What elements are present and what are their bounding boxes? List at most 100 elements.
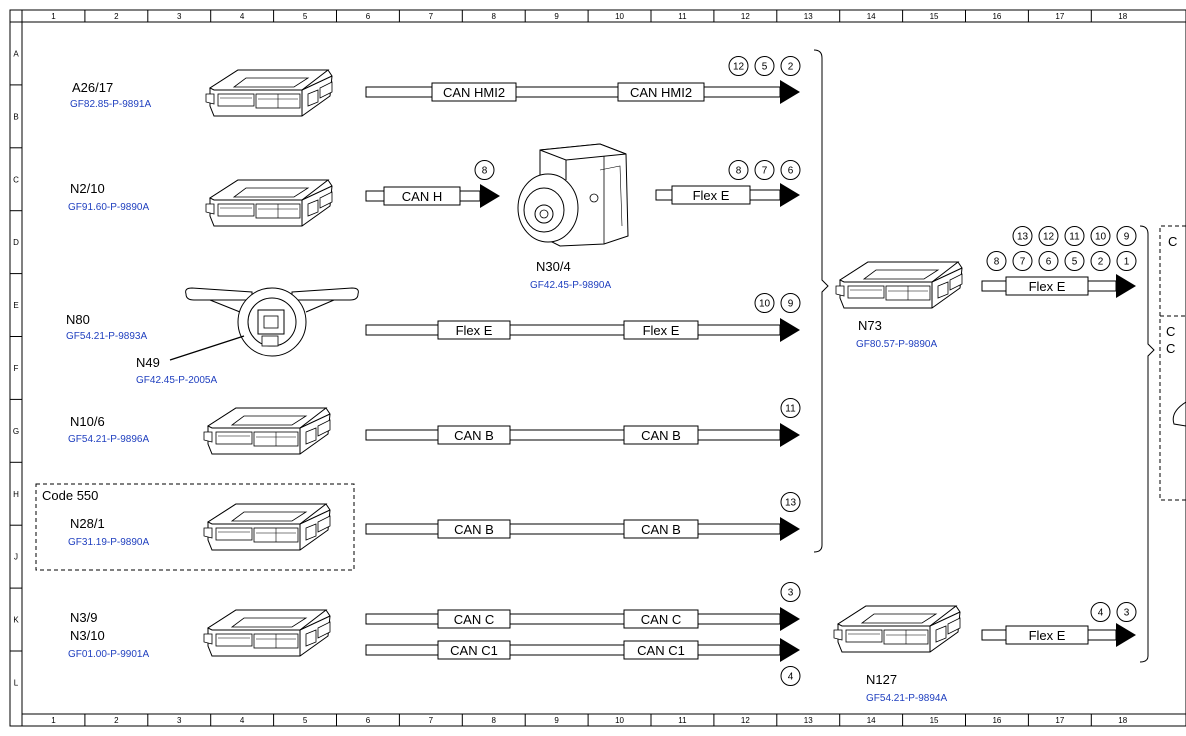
grid-col-bottom: 5	[303, 716, 308, 725]
label-n49: N49	[136, 355, 160, 370]
connector-bubble: 10	[754, 293, 775, 313]
grid-row: A	[13, 49, 19, 58]
bus-line-flex-e-n30-4: Flex E	[655, 183, 800, 207]
brace-right-group	[1139, 225, 1155, 663]
bus-line-can-h: CAN H	[365, 184, 500, 208]
grid-ruler: 1122334455667788991010111112121313141415…	[10, 10, 1128, 726]
ref-n73: GF80.57-P-9890A	[856, 339, 937, 350]
svg-text:2: 2	[788, 62, 794, 73]
grid-col-top: 2	[114, 12, 119, 21]
ref-n3-9: GF01.00-P-9901A	[68, 649, 149, 660]
connector-bubble: 8	[986, 251, 1007, 271]
bus-line-can-c1: CAN C1 CAN C1	[365, 638, 800, 662]
leader-n49	[169, 335, 245, 361]
grid-row: C	[13, 175, 19, 184]
grid-col-bottom: 9	[554, 716, 559, 725]
steering-column-module-n80	[185, 287, 359, 357]
bus-label-flex-e-n127: Flex E	[1029, 628, 1066, 643]
ecu-n2-10	[205, 179, 333, 227]
ref-n30-4: GF42.45-P-9890A	[530, 280, 611, 291]
svg-text:7: 7	[1020, 257, 1026, 268]
grid-col-top: 5	[303, 12, 308, 21]
grid-col-bottom: 17	[1055, 716, 1064, 725]
ref-n2-10: GF91.60-P-9890A	[68, 202, 149, 213]
grid-col-bottom: 15	[930, 716, 939, 725]
bus-line-can-c: CAN C CAN C	[365, 607, 800, 631]
grid-col-top: 14	[867, 12, 876, 21]
grid-col-bottom: 4	[240, 716, 245, 725]
connector-bubble: 13	[1012, 226, 1033, 246]
grid-col-bottom: 1	[51, 716, 56, 725]
svg-text:3: 3	[788, 588, 794, 599]
svg-text:13: 13	[785, 498, 797, 509]
bus-label-can-h: CAN H	[402, 189, 442, 204]
bus-line-can-hmi2: CAN HMI2 CAN HMI2	[365, 80, 800, 104]
connector-bubble: 9	[1116, 226, 1137, 246]
bus-line-flex-e-n127: Flex E	[981, 623, 1136, 647]
ecu-n10-6	[203, 407, 331, 455]
svg-text:11: 11	[1069, 232, 1080, 243]
pump-module-n30-4	[517, 143, 629, 247]
svg-text:4: 4	[788, 672, 794, 683]
connector-bubble: 8	[474, 160, 495, 180]
connector-bubble: 2	[1090, 251, 1111, 271]
grid-row: K	[13, 616, 19, 625]
bus-line-can-b-n10-6: CAN B CAN B	[365, 423, 800, 447]
bus-label-can-hmi2-1: CAN HMI2	[443, 85, 505, 100]
grid-row: J	[14, 553, 18, 562]
svg-text:10: 10	[1095, 232, 1107, 243]
label-n10-6: N10/6	[70, 414, 105, 429]
bus-line-can-b-n28-1: CAN B CAN B	[365, 517, 800, 541]
bus-label-can-c1-1: CAN C1	[450, 643, 498, 658]
grid-col-top: 13	[804, 12, 813, 21]
grid-col-top: 6	[366, 12, 371, 21]
grid-col-top: 10	[615, 12, 624, 21]
ecu-n127	[833, 605, 961, 653]
grid-col-bottom: 14	[867, 716, 876, 725]
svg-text:7: 7	[762, 166, 768, 177]
code-550-box	[35, 483, 355, 571]
svg-text:1: 1	[1124, 257, 1130, 268]
svg-text:9: 9	[788, 299, 794, 310]
edge-fragment-1: C	[1168, 234, 1177, 249]
grid-col-top: 9	[554, 12, 559, 21]
ecu-a26-17	[205, 69, 333, 117]
connector-bubble: 12	[1038, 226, 1059, 246]
connector-bubble: 5	[1064, 251, 1085, 271]
connector-bubble: 7	[1012, 251, 1033, 271]
label-n127: N127	[866, 672, 897, 687]
svg-text:6: 6	[788, 166, 794, 177]
ref-n80: GF54.21-P-9893A	[66, 331, 147, 342]
bus-line-flex-e-n80: Flex E Flex E	[365, 318, 800, 342]
bus-label-flex-e-n30-4: Flex E	[693, 188, 730, 203]
label-n2-10: N2/10	[70, 181, 105, 196]
grid-col-bottom: 7	[429, 716, 434, 725]
ecu-n73	[835, 261, 963, 309]
label-n3-10: N3/10	[70, 628, 105, 643]
bus-label-can-b-n10-6-2: CAN B	[641, 428, 681, 443]
connector-bubble: 1	[1116, 251, 1137, 271]
right-dashed-box	[1159, 225, 1186, 501]
grid-row: B	[13, 112, 18, 121]
label-n28-1: N28/1	[70, 516, 105, 531]
ref-n28-1: GF31.19-P-9890A	[68, 537, 149, 548]
label-n73: N73	[858, 318, 882, 333]
label-a26-17: A26/17	[72, 80, 113, 95]
connector-bubble: 11	[780, 398, 801, 418]
grid-col-bottom: 18	[1118, 716, 1127, 725]
grid-row: H	[13, 490, 19, 499]
connector-bubble: 10	[1090, 226, 1111, 246]
bus-label-flex-e-n73: Flex E	[1029, 279, 1066, 294]
label-n30-4: N30/4	[536, 259, 571, 274]
ref-n10-6: GF54.21-P-9896A	[68, 434, 149, 445]
connector-bubble: 3	[780, 582, 801, 602]
grid-col-top: 1	[51, 12, 56, 21]
svg-text:12: 12	[1043, 232, 1055, 243]
svg-text:11: 11	[785, 404, 796, 415]
grid-col-top: 18	[1118, 12, 1127, 21]
grid-col-bottom: 10	[615, 716, 624, 725]
grid-col-bottom: 2	[114, 716, 119, 725]
connector-bubble: 6	[1038, 251, 1059, 271]
